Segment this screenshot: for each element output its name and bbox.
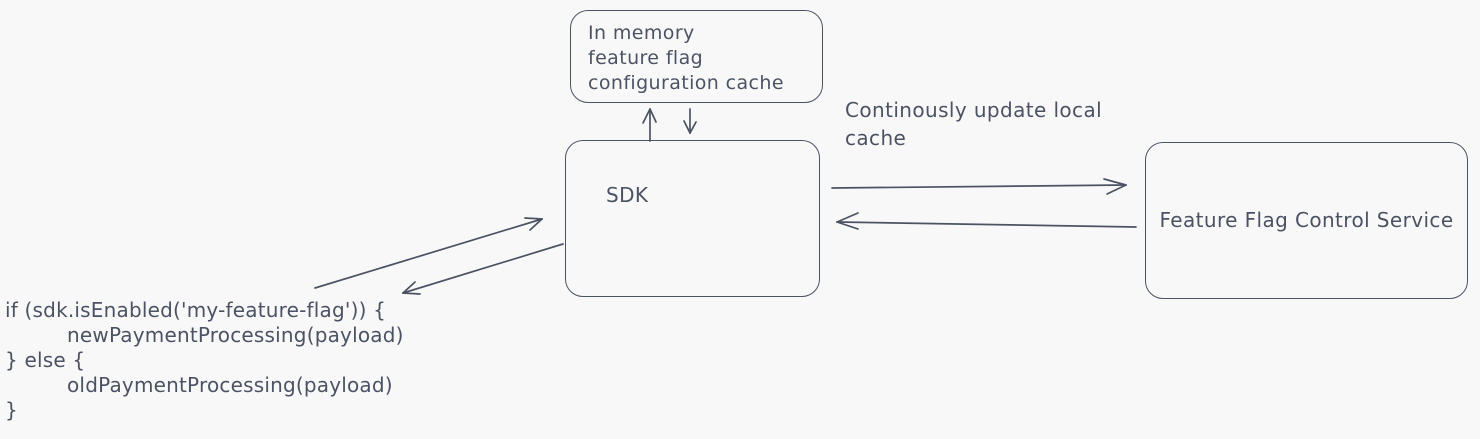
node-service-label: Feature Flag Control Service — [1159, 208, 1454, 232]
arrow-sdk-to-code — [402, 243, 564, 295]
code-line: newPaymentProcessing(payload) — [67, 323, 404, 347]
code-line: } — [5, 398, 18, 422]
node-cache: In memory feature flag configuration cac… — [570, 10, 823, 103]
arrow-sdk-to-service — [831, 178, 1127, 195]
code-line: oldPaymentProcessing(payload) — [67, 373, 393, 397]
arrow-code-to-sdk — [314, 217, 543, 289]
arrow-cache-to-sdk — [683, 108, 697, 134]
arrow-service-to-sdk — [836, 212, 1137, 230]
node-sdk-label: SDK — [606, 183, 649, 207]
arrow-sdk-to-cache — [642, 108, 657, 142]
code-line: } else { — [5, 348, 86, 372]
node-cache-label: In memory feature flag configuration cac… — [588, 22, 784, 94]
node-sdk: SDK — [565, 140, 820, 297]
code-line: if (sdk.isEnabled('my-feature-flag')) { — [5, 298, 387, 322]
update-cache-label: Continously update local cache — [845, 98, 1103, 150]
node-service: Feature Flag Control Service — [1145, 142, 1468, 299]
code-snippet: if (sdk.isEnabled('my-feature-flag')) { … — [5, 298, 404, 423]
